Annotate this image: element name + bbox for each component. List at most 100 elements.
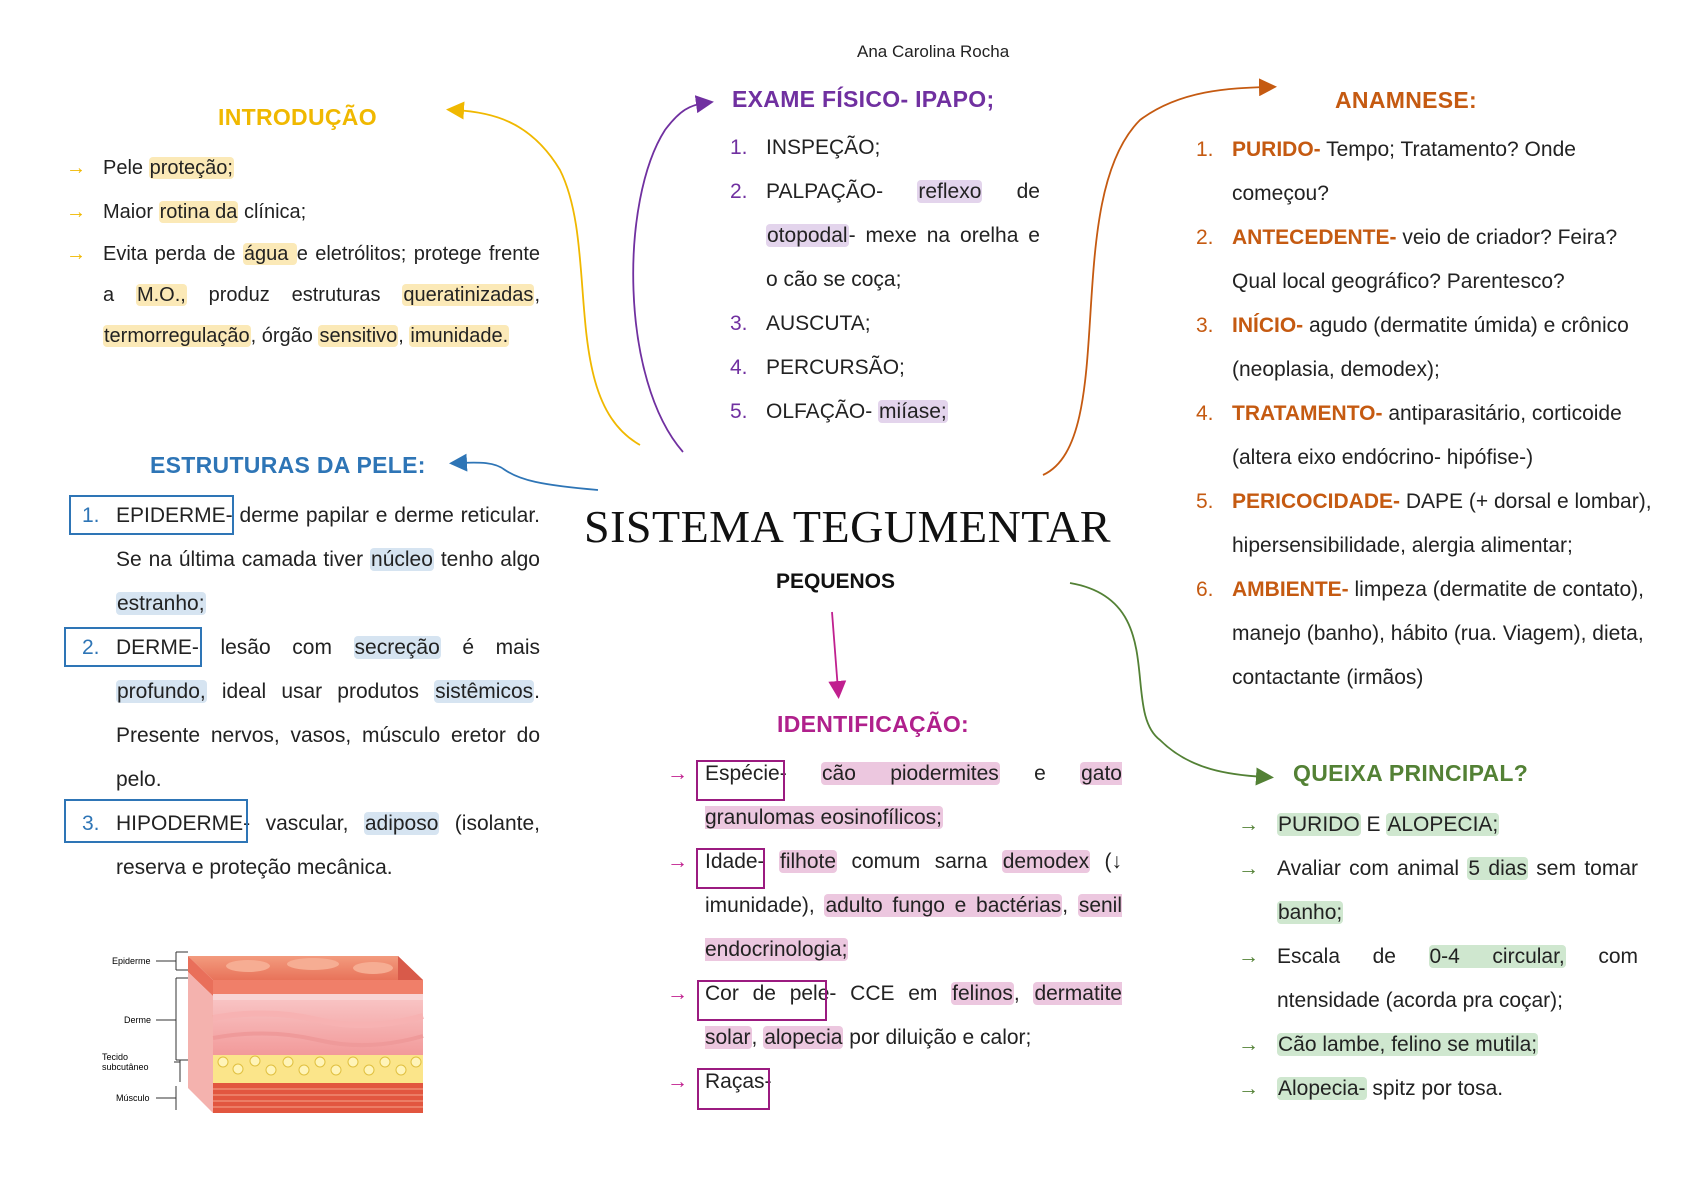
list-number: 1.: [1196, 138, 1214, 161]
arrow-to-estruturas: [449, 453, 599, 491]
arrow-icon: →: [667, 1070, 688, 1093]
anamnese-item: 5. PERICOCIDADE- DAPE (+ dorsal e lombar…: [1196, 480, 1666, 568]
anamnese-text: DAPE (+ dorsal e lombar), hipersensibili…: [1232, 490, 1652, 557]
estruturas-item: 1. EPIDERME- derme papilar e derme retic…: [70, 494, 540, 626]
anamnese-item: 4. TRATAMENTO- antiparasitário, corticoi…: [1196, 392, 1666, 480]
identificacao-text: ,: [1013, 982, 1034, 1005]
estruturas-label: EPIDERME-: [116, 504, 233, 527]
hipoderme-box: [64, 799, 248, 843]
anamnese-text: antiparasitário, corticoide (altera eixo…: [1232, 402, 1622, 469]
anamnese-text: agudo (dermatite úmida) e crônico (neopl…: [1232, 314, 1629, 381]
estruturas-item: 2. DERME- lesão com secreção é mais prof…: [70, 626, 540, 802]
anamnese-label: ANTECEDENTE-: [1232, 226, 1397, 249]
list-number: 4.: [730, 356, 748, 379]
anamnese-label: TRATAMENTO-: [1232, 402, 1383, 425]
identificacao-text: ,: [751, 1026, 764, 1049]
estruturas-highlight: adiposo: [363, 812, 440, 835]
estruturas-list: 1. EPIDERME- derme papilar e derme retic…: [70, 494, 540, 890]
introducao-item-text: clínica;: [238, 201, 307, 223]
queixa-highlight: PURIDO: [1277, 813, 1361, 836]
idade-box: [696, 848, 765, 889]
anamnese-list: 1. PURIDO- Tempo; Tratamento? Onde começ…: [1196, 128, 1666, 700]
introducao-item-text: ,: [534, 284, 540, 306]
cor-de-pele-box: [697, 980, 827, 1021]
exame-item: 1. INSPEÇÃO;: [730, 126, 1040, 170]
estruturas-highlight: estranho;: [116, 592, 206, 615]
arrow-icon: →: [667, 762, 688, 785]
list-number: 6.: [1196, 578, 1214, 601]
introducao-item: → Evita perda de água e eletrólitos; pro…: [66, 234, 540, 357]
identificacao-highlight: cão piodermites: [821, 762, 1000, 785]
introducao-highlight: queratinizadas: [402, 284, 535, 306]
estruturas-highlight: núcleo: [370, 548, 434, 571]
introducao-highlight: proteção;: [148, 157, 234, 179]
introducao-highlight: imunidade.: [409, 325, 510, 347]
queixa-text: spitz por tosa.: [1366, 1077, 1504, 1100]
list-number: 2.: [82, 636, 100, 659]
exame-item-text: - mexe na orelha e o cão se coça;: [766, 224, 1040, 291]
introducao-item-text: ,: [398, 325, 410, 347]
queixa-item: → Alopecia- spitz por tosa.: [1238, 1067, 1638, 1111]
identificacao-label: Raças-: [705, 1070, 772, 1093]
estruturas-highlight: sistêmicos: [434, 680, 535, 703]
main-title: SISTEMA TEGUMENTAR: [584, 501, 1112, 552]
list-number: 3.: [730, 312, 748, 335]
list-number: 3.: [82, 812, 100, 835]
queixa-highlight: Cão lambe, felino se mutila;: [1277, 1033, 1539, 1056]
queixa-item: → Cão lambe, felino se mutila;: [1238, 1023, 1638, 1067]
anamnese-item: 2. ANTECEDENTE- veio de criador? Feira? …: [1196, 216, 1666, 304]
identificacao-highlight: felinos: [951, 982, 1014, 1005]
identificacao-text: - CCE em: [829, 982, 952, 1005]
introducao-highlight: água: [242, 243, 297, 265]
list-number: 1.: [82, 504, 100, 527]
queixa-list: → PURIDO E ALOPECIA; → Avaliar com anima…: [1238, 803, 1638, 1111]
identificacao-highlight: adulto fungo e bactérias: [824, 894, 1063, 917]
list-number: 2.: [1196, 226, 1214, 249]
exame-item-text: de: [982, 180, 1040, 203]
exame-item-text: PERCURSÃO;: [766, 356, 905, 379]
estruturas-title: ESTRUTURAS DA PELE:: [150, 452, 426, 478]
estruturas-text: lesão com: [198, 636, 354, 659]
identificacao-label: Espécie-: [705, 762, 787, 785]
introducao-highlight: termorregulação: [103, 325, 251, 347]
identificacao-highlight: demodex: [1001, 850, 1091, 873]
anamnese-label: INÍCIO-: [1232, 314, 1304, 337]
exame-item-text: AUSCUTA;: [766, 312, 871, 335]
derme-box: [64, 627, 202, 667]
queixa-title: QUEIXA PRINCIPAL?: [1293, 760, 1529, 786]
identificacao-text: e: [999, 762, 1081, 785]
arrow-icon: →: [1238, 1077, 1259, 1100]
queixa-text: com ntensidade (acorda pra coçar);: [1277, 945, 1638, 1012]
identificacao-label: Cor de pele: [705, 982, 830, 1005]
exame-item: 3. AUSCUTA;: [730, 302, 1040, 346]
arrow-icon: →: [1238, 857, 1259, 880]
skin-label-derme: Derme: [124, 1015, 151, 1025]
identificacao-text: (↓ imunidade),: [705, 850, 1122, 917]
estruturas-text: . Presente nervos, vasos, músculo eretor…: [116, 680, 540, 791]
introducao-item-text: Pele: [103, 157, 149, 179]
introducao-item-text: Maior: [103, 201, 159, 223]
exame-highlight: reflexo: [917, 180, 983, 203]
queixa-item: → PURIDO E ALOPECIA;: [1238, 803, 1638, 847]
exame-highlight: otopodal: [766, 224, 849, 247]
queixa-item: → Escala de 0-4 circular, com ntensidade…: [1238, 935, 1638, 1023]
identificacao-item: → Raças-: [667, 1060, 1122, 1104]
anamnese-item: 3. INÍCIO- agudo (dermatite úmida) e crô…: [1196, 304, 1666, 392]
identificacao-highlight: filhote: [778, 850, 838, 873]
identificacao-item: → Idade- filhote comum sarna demodex (↓ …: [667, 840, 1123, 972]
queixa-item: → Avaliar com animal 5 dias sem tomar ba…: [1238, 847, 1638, 935]
queixa-highlight: banho;: [1277, 901, 1344, 924]
introducao-highlight: M.O.,: [135, 284, 187, 306]
estruturas-highlight: profundo,: [116, 680, 207, 703]
queixa-text: Escala de: [1277, 945, 1429, 968]
estruturas-text: é mais: [440, 636, 540, 659]
arrow-icon: →: [66, 201, 86, 223]
identificacao-label: Idade-: [705, 850, 765, 873]
list-number: 3.: [1196, 314, 1214, 337]
introducao-item-text: , órgão: [250, 325, 319, 347]
estruturas-text: tenho algo: [433, 548, 540, 571]
exame-item: 2. PALPAÇÃO- reflexo de otopodal- mexe n…: [730, 170, 1040, 302]
arrow-to-exame: [632, 95, 714, 453]
introducao-item: → Pele proteção;: [66, 146, 540, 190]
estruturas-text: (isolante, reserva e proteção mecânica.: [116, 812, 541, 879]
